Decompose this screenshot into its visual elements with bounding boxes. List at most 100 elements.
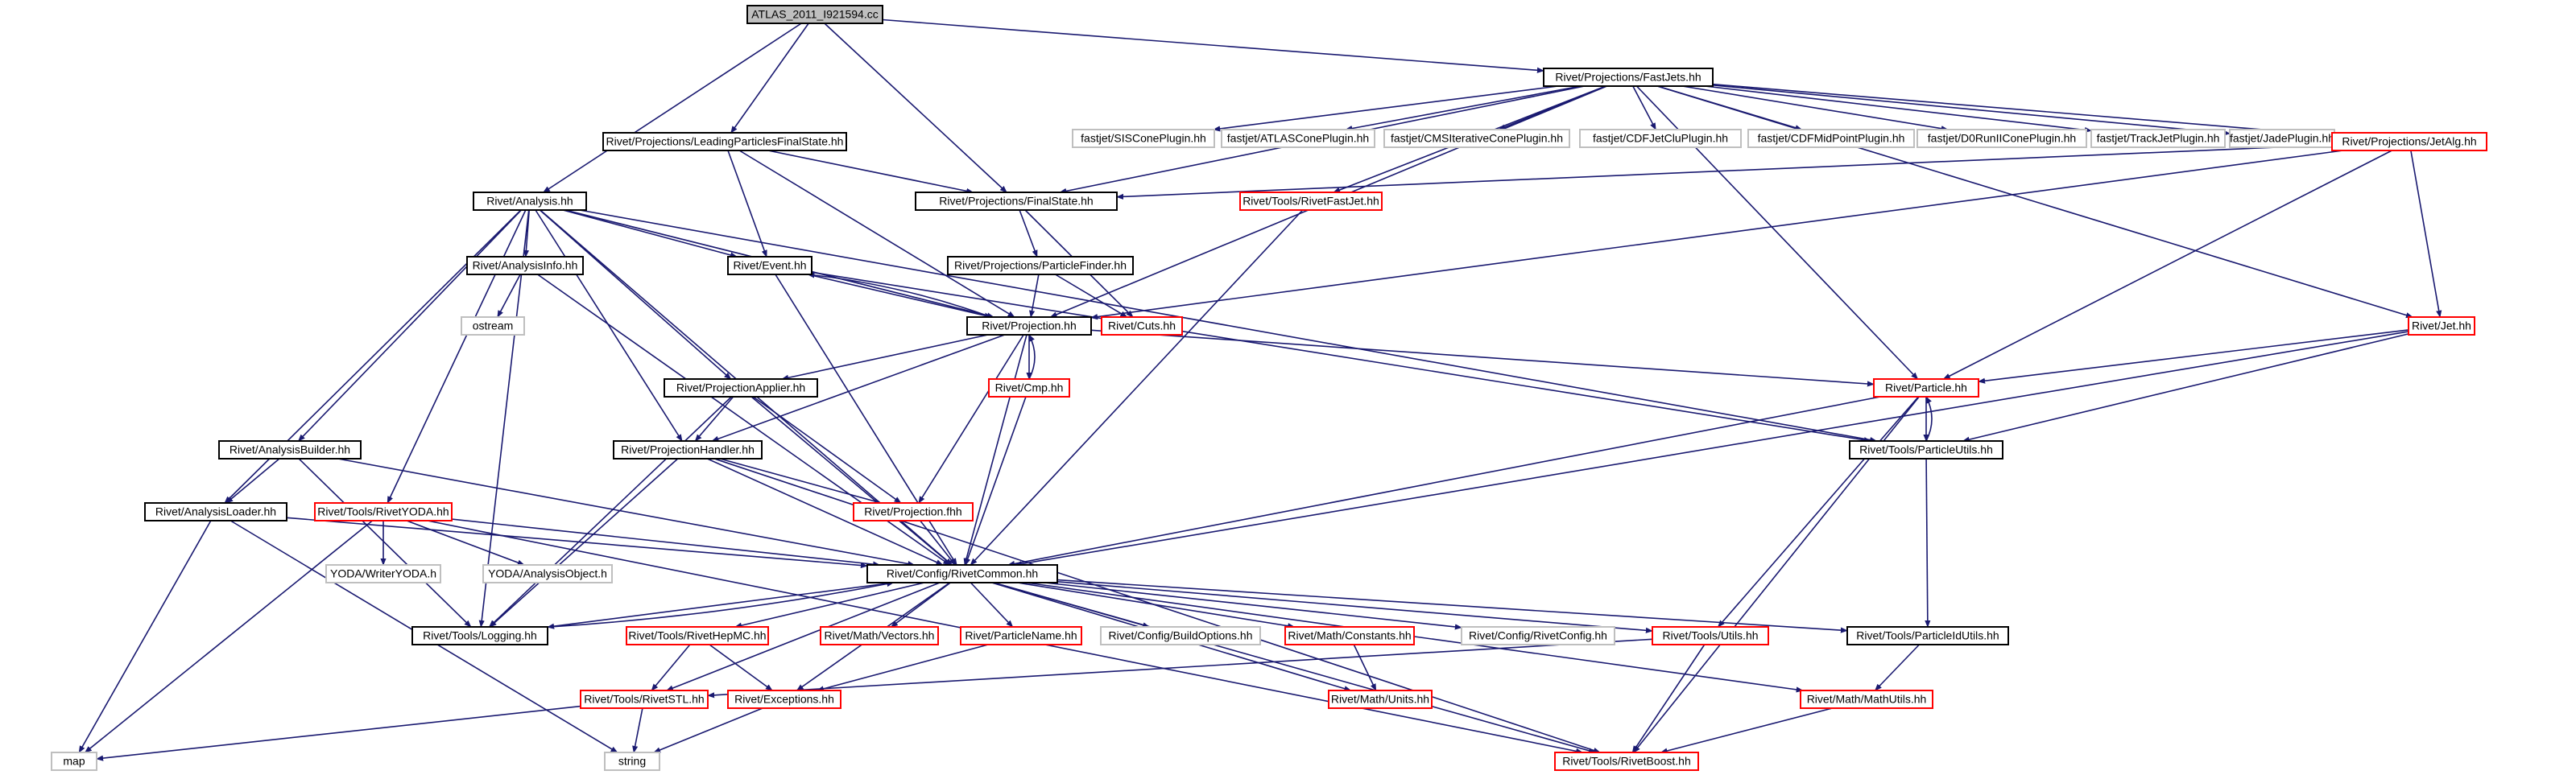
node-d0run2[interactable]: fastjet/D0RunIIConePlugin.hh [1916, 129, 2087, 148]
node-box-siscone[interactable] [1072, 129, 1215, 148]
node-box-lpfs[interactable] [602, 132, 847, 151]
node-box-rivetstl[interactable] [580, 690, 709, 709]
node-box-projhandler[interactable] [613, 440, 763, 460]
node-box-cmp[interactable] [988, 378, 1070, 398]
node-box-cdfmid[interactable] [1747, 129, 1915, 148]
node-box-utils[interactable] [1652, 626, 1769, 645]
node-trackjet[interactable]: fastjet/TrackJetPlugin.hh [2090, 129, 2226, 148]
node-box-units[interactable] [1328, 690, 1433, 709]
node-box-ostream[interactable] [461, 316, 525, 336]
node-constants[interactable]: Rivet/Math/Constants.hh [1284, 626, 1415, 645]
node-box-rivethepmc[interactable] [626, 626, 769, 645]
node-cmp[interactable]: Rivet/Cmp.hh [988, 378, 1070, 398]
node-analysisloader[interactable]: Rivet/AnalysisLoader.hh [144, 502, 287, 521]
node-analysisinfo[interactable]: Rivet/AnalysisInfo.hh [466, 256, 584, 275]
node-analysisbuilder[interactable]: Rivet/AnalysisBuilder.hh [218, 440, 362, 460]
node-logging[interactable]: Rivet/Tools/Logging.hh [411, 626, 548, 645]
node-box-projection[interactable] [966, 316, 1092, 336]
edge-cmp-to-rivetcommon [965, 396, 1027, 566]
node-box-event[interactable] [727, 256, 812, 275]
node-particlefinder[interactable]: Rivet/Projections/ParticleFinder.hh [947, 256, 1134, 275]
node-string[interactable]: string [604, 752, 660, 771]
node-projapplier[interactable]: Rivet/ProjectionApplier.hh [664, 378, 818, 398]
node-box-analysis[interactable] [473, 192, 587, 211]
node-box-trackjet[interactable] [2090, 129, 2226, 148]
node-box-d0run2[interactable] [1916, 129, 2087, 148]
node-event[interactable]: Rivet/Event.hh [727, 256, 812, 275]
node-units[interactable]: Rivet/Math/Units.hh [1328, 690, 1433, 709]
node-box-finalstate[interactable] [915, 192, 1118, 211]
node-cdfmid[interactable]: fastjet/CDFMidPointPlugin.hh [1747, 129, 1915, 148]
node-box-rivetboost[interactable] [1554, 752, 1699, 771]
node-box-cdfjetclu[interactable] [1579, 129, 1742, 148]
node-map[interactable]: map [51, 752, 97, 771]
node-box-cmsiter[interactable] [1383, 129, 1570, 148]
node-jetalg[interactable]: Rivet/Projections/JetAlg.hh [2331, 132, 2487, 151]
node-rivetfastjet[interactable]: Rivet/Tools/RivetFastJet.hh [1239, 192, 1383, 211]
node-atlascone[interactable]: fastjet/ATLASConePlugin.hh [1221, 129, 1375, 148]
node-box-projfhh[interactable] [853, 502, 974, 521]
node-finalstate[interactable]: Rivet/Projections/FinalState.hh [915, 192, 1118, 211]
node-projhandler[interactable]: Rivet/ProjectionHandler.hh [613, 440, 763, 460]
node-box-particleutils[interactable] [1849, 440, 2003, 460]
node-box-projapplier[interactable] [664, 378, 818, 398]
node-particleutils[interactable]: Rivet/Tools/ParticleUtils.hh [1849, 440, 2003, 460]
node-rivetyoda[interactable]: Rivet/Tools/RivetYODA.hh [314, 502, 453, 521]
node-rivetstl[interactable]: Rivet/Tools/RivetSTL.hh [580, 690, 709, 709]
node-box-analysisloader[interactable] [144, 502, 287, 521]
node-box-particlefinder[interactable] [947, 256, 1134, 275]
node-box-rivetfastjet[interactable] [1239, 192, 1383, 211]
node-rivethepmc[interactable]: Rivet/Tools/RivetHepMC.hh [626, 626, 769, 645]
node-box-logging[interactable] [411, 626, 548, 645]
node-box-analysisbuilder[interactable] [218, 440, 362, 460]
node-box-jetalg[interactable] [2331, 132, 2487, 151]
node-box-jet[interactable] [2408, 316, 2475, 336]
node-box-mathutils[interactable] [1800, 690, 1933, 709]
node-jet[interactable]: Rivet/Jet.hh [2408, 316, 2475, 336]
node-box-rivetcommon[interactable] [866, 564, 1058, 583]
node-box-rivetyoda[interactable] [314, 502, 453, 521]
node-box-yodawriter[interactable] [325, 564, 441, 583]
node-rivetboost[interactable]: Rivet/Tools/RivetBoost.hh [1554, 752, 1699, 771]
node-cdfjetclu[interactable]: fastjet/CDFJetCluPlugin.hh [1579, 129, 1742, 148]
node-box-vectors[interactable] [820, 626, 939, 645]
node-projfhh[interactable]: Rivet/Projection.fhh [853, 502, 974, 521]
node-box-root[interactable] [746, 5, 883, 24]
node-root[interactable]: ATLAS_2011_I921594.cc [746, 5, 883, 24]
node-box-exceptions[interactable] [727, 690, 841, 709]
node-jade[interactable]: fastjet/JadePlugin.hh [2229, 129, 2335, 148]
node-mathutils[interactable]: Rivet/Math/MathUtils.hh [1800, 690, 1933, 709]
node-box-rivetconfig[interactable] [1461, 626, 1615, 645]
node-box-particleidutils[interactable] [1846, 626, 2009, 645]
node-box-string[interactable] [604, 752, 660, 771]
node-exceptions[interactable]: Rivet/Exceptions.hh [727, 690, 841, 709]
node-box-atlascone[interactable] [1221, 129, 1375, 148]
node-vectors[interactable]: Rivet/Math/Vectors.hh [820, 626, 939, 645]
node-buildoptions[interactable]: Rivet/Config/BuildOptions.hh [1100, 626, 1261, 645]
node-box-fastjets[interactable] [1543, 68, 1714, 87]
node-box-cuts[interactable] [1101, 316, 1183, 336]
node-siscone[interactable]: fastjet/SISConePlugin.hh [1072, 129, 1215, 148]
node-particlename[interactable]: Rivet/ParticleName.hh [960, 626, 1082, 645]
node-box-particlename[interactable] [960, 626, 1082, 645]
node-yodawriter[interactable]: YODA/WriterYODA.h [325, 564, 441, 583]
node-particleidutils[interactable]: Rivet/Tools/ParticleIdUtils.hh [1846, 626, 2009, 645]
node-cuts[interactable]: Rivet/Cuts.hh [1101, 316, 1183, 336]
node-lpfs[interactable]: Rivet/Projections/LeadingParticlesFinalS… [602, 132, 847, 151]
node-box-particle[interactable] [1873, 378, 1979, 398]
node-box-analysisinfo[interactable] [466, 256, 584, 275]
node-ostream[interactable]: ostream [461, 316, 525, 336]
node-cmsiter[interactable]: fastjet/CMSIterativeConePlugin.hh [1383, 129, 1570, 148]
node-box-buildoptions[interactable] [1100, 626, 1261, 645]
node-box-constants[interactable] [1284, 626, 1415, 645]
node-box-map[interactable] [51, 752, 97, 771]
node-analysis[interactable]: Rivet/Analysis.hh [473, 192, 587, 211]
node-fastjets[interactable]: Rivet/Projections/FastJets.hh [1543, 68, 1714, 87]
node-rivetcommon[interactable]: Rivet/Config/RivetCommon.hh [866, 564, 1058, 583]
node-projection[interactable]: Rivet/Projection.hh [966, 316, 1092, 336]
node-box-yodaao[interactable] [482, 564, 613, 583]
node-particle[interactable]: Rivet/Particle.hh [1873, 378, 1979, 398]
node-yodaao[interactable]: YODA/AnalysisObject.h [482, 564, 613, 583]
node-utils[interactable]: Rivet/Tools/Utils.hh [1652, 626, 1769, 645]
node-rivetconfig[interactable]: Rivet/Config/RivetConfig.hh [1461, 626, 1615, 645]
